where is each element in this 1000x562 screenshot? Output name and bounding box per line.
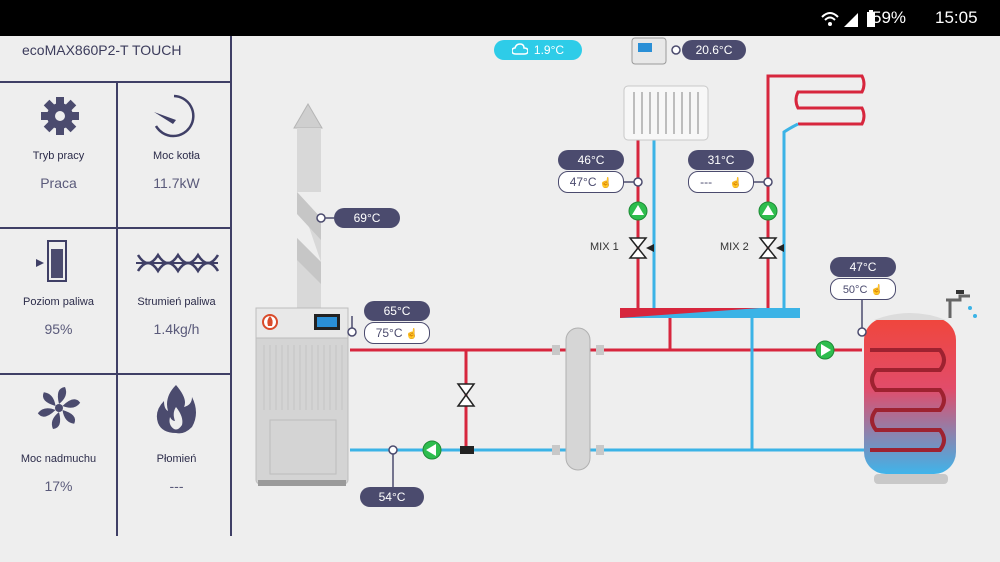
- dhw-setpoint: 50°C: [842, 284, 868, 296]
- room-temp-badge[interactable]: 20.6°C: [682, 40, 746, 60]
- boiler[interactable]: [255, 307, 349, 486]
- tile-label: Strumień paliwa: [137, 296, 216, 308]
- hand-icon: ☝: [729, 178, 742, 189]
- tile-label: Moc nadmuchu: [20, 453, 97, 465]
- radiator: [623, 85, 709, 141]
- mix2-setpoint: ---: [700, 175, 713, 189]
- hand-icon: ☝: [870, 285, 884, 296]
- fuel-level-icon: [36, 240, 67, 282]
- mix1-pump[interactable]: [628, 201, 648, 221]
- flue-temp-badge[interactable]: 69°C: [334, 208, 400, 228]
- tile-value: ---: [169, 478, 184, 494]
- mix1-temp-badge[interactable]: 46°C: [558, 150, 624, 170]
- gauge-icon: [154, 94, 195, 138]
- hand-icon: ☝: [405, 329, 419, 340]
- tile-label: Moc kotła: [152, 150, 201, 162]
- tile-value: 11.7kW: [153, 175, 200, 191]
- hot-water-tank: [864, 290, 977, 484]
- tile-value: 17%: [44, 478, 73, 494]
- cloud-icon: [511, 41, 529, 61]
- tile-fuel-level[interactable]: Poziom paliwa 95%: [0, 229, 117, 375]
- mix2-label: MIX 2: [720, 241, 749, 253]
- mix1-valve[interactable]: [628, 237, 654, 259]
- gear-icon: [41, 97, 79, 135]
- hand-icon: ☝: [599, 178, 613, 189]
- tile-operating-mode[interactable]: Tryb pracy Praca: [0, 83, 117, 229]
- mix2-valve[interactable]: [758, 237, 784, 259]
- battery-percentage: 59%: [872, 8, 907, 27]
- sensor-dots: [316, 45, 867, 455]
- dhw-pump[interactable]: [815, 340, 835, 360]
- mix1-label: MIX 1: [590, 241, 619, 253]
- dhw-temp-badge[interactable]: 47°C: [830, 257, 896, 277]
- supply-pipes: [350, 140, 866, 452]
- boiler-setpoint-badge[interactable]: 75°C ☝: [364, 322, 430, 344]
- sidebar: ecoMAX860P2-T TOUCH Tryb pracy Praca Moc: [0, 36, 232, 536]
- flame-icon: [156, 385, 196, 434]
- chimney: [293, 103, 323, 308]
- tile-label: Płomień: [156, 453, 197, 465]
- tile-blower-power[interactable]: Moc nadmuchu 17%: [0, 375, 117, 521]
- tile-label: Poziom paliwa: [23, 296, 94, 308]
- tile-fuel-flow[interactable]: Strumień paliwa 1.4kg/h: [118, 229, 235, 375]
- battery-icon: [867, 10, 875, 27]
- boiler-pump[interactable]: [422, 440, 442, 460]
- room-thermostat-icon: [631, 37, 667, 65]
- sidebar-grid-lines: [0, 36, 232, 536]
- device-title: ecoMAX860P2-T TOUCH: [22, 42, 182, 58]
- tile-value: Praca: [40, 175, 77, 191]
- return-temp-badge[interactable]: 54°C: [360, 487, 424, 507]
- mix1-setpoint: 47°C: [569, 175, 597, 189]
- boiler-setpoint: 75°C: [375, 326, 403, 340]
- signal-icons: [821, 12, 858, 27]
- tile-label: Tryb pracy: [32, 150, 85, 162]
- fan-icon: [37, 387, 81, 429]
- dhw-setpoint-badge[interactable]: 50°C ☝: [830, 278, 896, 300]
- mix2-pump[interactable]: [758, 201, 778, 221]
- underfloor-heating-coil: [766, 74, 866, 140]
- hydraulic-separator: [552, 327, 604, 471]
- bypass-valve[interactable]: [456, 383, 476, 454]
- boiler-temp-badge[interactable]: 65°C: [364, 301, 430, 321]
- outdoor-temp: 1.9°C: [533, 43, 565, 57]
- outdoor-temp-badge[interactable]: 1.9°C: [494, 40, 582, 60]
- mix1-setpoint-badge[interactable]: 47°C ☝: [558, 171, 624, 193]
- auger-icon: [136, 252, 220, 274]
- tile-flame[interactable]: Płomień ---: [118, 375, 235, 521]
- mix2-temp-badge[interactable]: 31°C: [688, 150, 754, 170]
- clock: 15:05: [935, 8, 978, 27]
- tile-boiler-power[interactable]: Moc kotła 11.7kW: [118, 83, 235, 229]
- tile-value: 95%: [44, 321, 73, 337]
- mix2-setpoint-badge[interactable]: --- ☝: [688, 171, 754, 193]
- tile-value: 1.4kg/h: [153, 321, 200, 337]
- status-bar: 59% 15:05: [0, 0, 1000, 36]
